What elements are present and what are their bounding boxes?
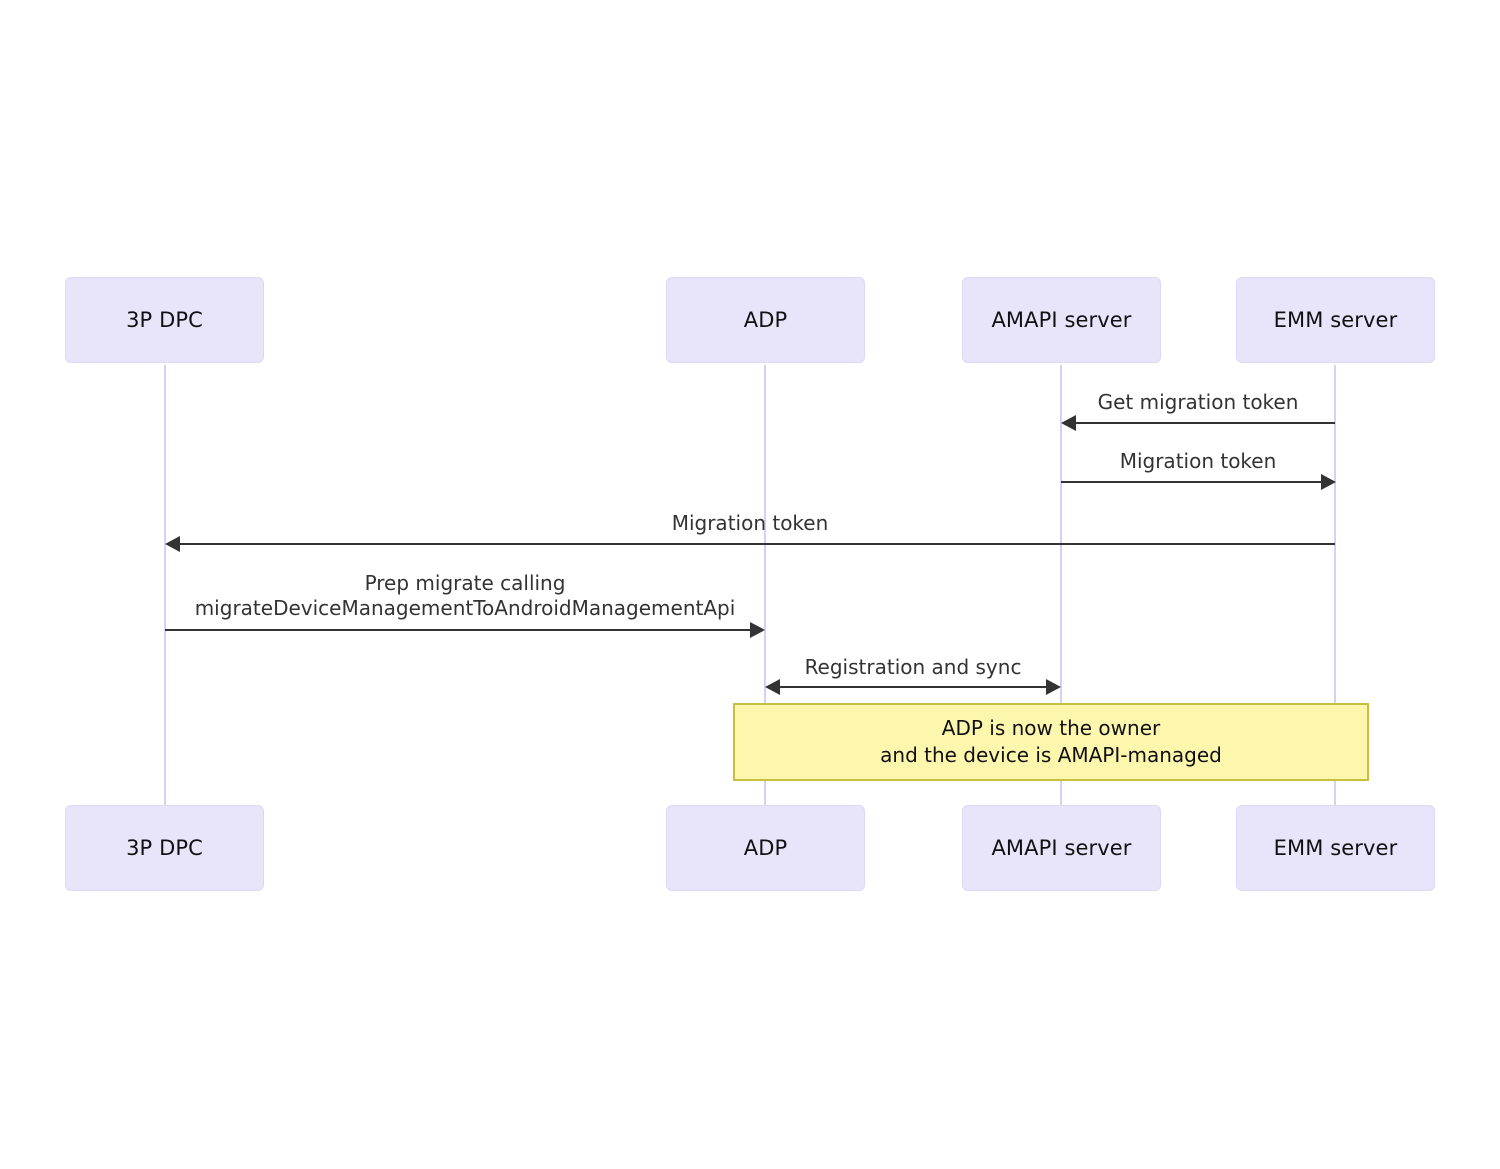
message-line-get-migration-token <box>1069 422 1335 424</box>
actor-label-emm-top: EMM server <box>1273 308 1398 332</box>
actor-label-amapi-bottom: AMAPI server <box>991 836 1132 860</box>
actor-label-amapi-top: AMAPI server <box>991 308 1132 332</box>
lifeline-adp <box>764 365 766 805</box>
message-label-registration-and-sync: Registration and sync <box>804 655 1022 679</box>
arrow-head-registration-and-sync-right <box>1046 679 1061 695</box>
message-line-migration-token-emm-dpc <box>173 543 1335 545</box>
actor-label-adp-top: ADP <box>743 308 788 332</box>
message-label-prep-migrate: Prep migrate calling migrateDeviceManage… <box>194 571 736 620</box>
lifeline-dpc <box>164 365 166 805</box>
message-line-registration-and-sync <box>773 686 1047 688</box>
arrow-head-migration-token-emm-dpc <box>165 536 180 552</box>
message-label-migration-token-emm-dpc: Migration token <box>671 511 829 535</box>
actor-box-adp-top[interactable]: ADP <box>666 277 865 363</box>
note-adp-owner: ADP is now the owner and the device is A… <box>733 703 1369 781</box>
lifeline-emm <box>1334 365 1336 805</box>
actor-label-emm-bottom: EMM server <box>1273 836 1398 860</box>
arrow-head-prep-migrate <box>750 622 765 638</box>
message-label-get-migration-token: Get migration token <box>1097 390 1299 414</box>
note-text: ADP is now the owner and the device is A… <box>880 716 1222 767</box>
actor-box-amapi-top[interactable]: AMAPI server <box>962 277 1161 363</box>
arrow-head-registration-and-sync-left <box>765 679 780 695</box>
actor-box-emm-top[interactable]: EMM server <box>1236 277 1435 363</box>
message-label-migration-token-amapi-emm: Migration token <box>1119 449 1277 473</box>
lifeline-amapi <box>1060 365 1062 805</box>
actor-box-dpc-bottom[interactable]: 3P DPC <box>65 805 264 891</box>
actor-label-dpc-top: 3P DPC <box>126 308 203 332</box>
actor-box-emm-bottom[interactable]: EMM server <box>1236 805 1435 891</box>
actor-box-amapi-bottom[interactable]: AMAPI server <box>962 805 1161 891</box>
actor-label-adp-bottom: ADP <box>743 836 788 860</box>
arrow-head-migration-token-amapi-emm <box>1321 474 1336 490</box>
actor-box-adp-bottom[interactable]: ADP <box>666 805 865 891</box>
actor-label-dpc-bottom: 3P DPC <box>126 836 203 860</box>
arrow-head-get-migration-token <box>1061 415 1076 431</box>
actor-box-dpc-top[interactable]: 3P DPC <box>65 277 264 363</box>
message-line-migration-token-amapi-emm <box>1061 481 1327 483</box>
message-line-prep-migrate <box>165 629 750 631</box>
